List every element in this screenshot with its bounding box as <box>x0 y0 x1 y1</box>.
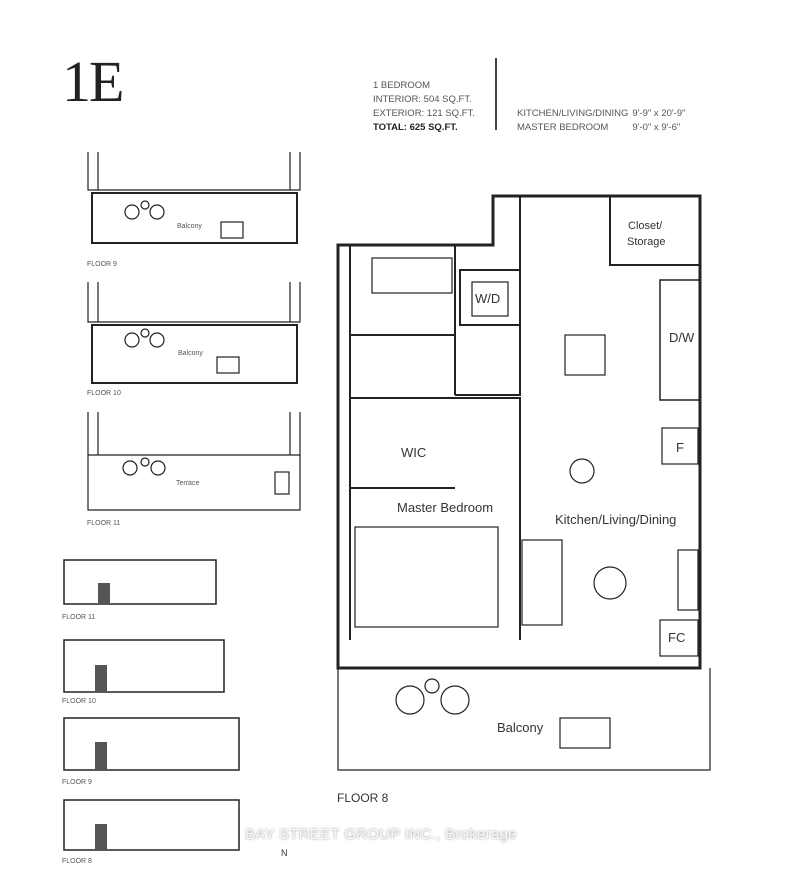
storage-label: Storage <box>627 236 666 248</box>
wic-label: WIC <box>401 445 426 460</box>
floor-9-label: FLOOR 9 <box>87 261 117 268</box>
fridge-label: F <box>676 440 684 455</box>
main-floor-label: FLOOR 8 <box>337 791 389 805</box>
unit-title: 1E <box>62 49 124 114</box>
unit-specs: 1 BEDROOM INTERIOR: 504 SQ.FT. EXTERIOR:… <box>373 79 475 135</box>
floor-9-outdoor-label: Balcony <box>177 223 202 230</box>
floor-11-variant <box>87 412 301 511</box>
floor-11-outdoor-label: Terrace <box>176 480 199 487</box>
floor-11-label: FLOOR 11 <box>87 520 120 527</box>
room-size: 9'-0" x 9'-6" <box>632 122 681 133</box>
main-floor-plan <box>336 194 711 771</box>
key-plan-highlights <box>95 583 110 850</box>
room-size: 9'-9" x 20'-9" <box>632 108 686 119</box>
dishwasher-label: D/W <box>669 330 695 345</box>
key-plan-floor-9-label: FLOOR 9 <box>62 779 92 786</box>
room-name: KITCHEN/LIVING/DINING <box>517 108 629 119</box>
key-plan-floor-11-label: FLOOR 11 <box>62 614 95 621</box>
master-bedroom-label: Master Bedroom <box>397 500 493 515</box>
floor-10-outdoor-label: Balcony <box>178 350 203 357</box>
washer-dryer-label: W/D <box>475 291 500 306</box>
unit-type: 1 BEDROOM <box>373 80 431 91</box>
key-plans <box>63 559 240 851</box>
floor-9-variant <box>87 152 301 244</box>
closet-label: Closet/ <box>628 220 663 232</box>
header-divider <box>495 58 497 130</box>
balcony-label: Balcony <box>497 720 544 735</box>
key-plan-floor-10-label: FLOOR 10 <box>62 698 96 705</box>
exterior-area: EXTERIOR: 121 SQ.FT. <box>373 108 475 119</box>
kitchen-living-dining-label: Kitchen/Living/Dining <box>555 512 676 527</box>
room-size-row: MASTER BEDROOM 9'-0" x 9'-6" <box>517 121 690 135</box>
floor-10-variant <box>87 282 301 384</box>
interior-area: INTERIOR: 504 SQ.FT. <box>373 94 472 105</box>
north-label: N <box>281 848 288 858</box>
fireplace-fc-label: FC <box>668 630 685 645</box>
key-plan-floor-8-label: FLOOR 8 <box>62 858 92 865</box>
room-name: MASTER BEDROOM <box>517 122 609 133</box>
total-area: TOTAL: 625 SQ.FT. <box>373 122 458 133</box>
watermark: BAY STREET GROUP INC., Brokerage <box>245 826 517 843</box>
floor-10-label: FLOOR 10 <box>87 390 121 397</box>
